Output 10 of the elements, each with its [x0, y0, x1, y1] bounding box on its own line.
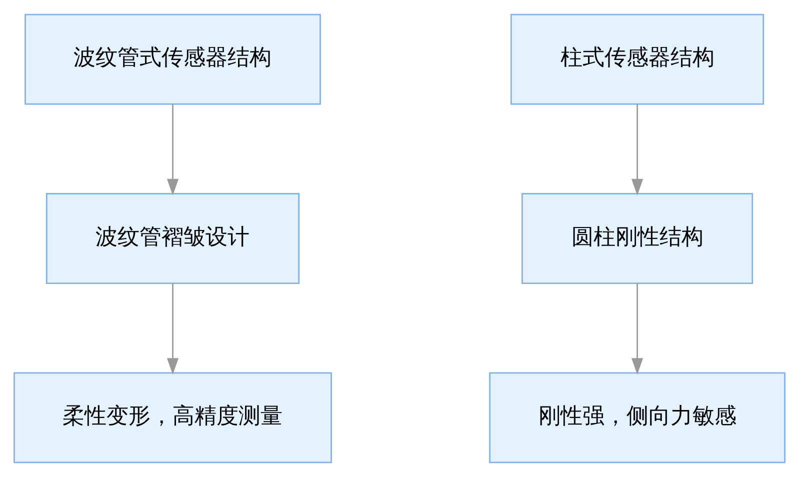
- node-box: 柔性变形，高精度测量: [14, 372, 332, 464]
- arrow: [631, 284, 644, 375]
- node-box: 波纹管式传感器结构: [24, 14, 321, 105]
- arrow: [166, 104, 179, 196]
- node-box: 刚性强，侧向力敏感: [489, 372, 786, 464]
- node-box: 柱式传感器结构: [510, 14, 764, 105]
- node-box: 波纹管褶皱设计: [46, 193, 300, 284]
- arrow: [166, 284, 179, 375]
- arrow: [631, 104, 644, 196]
- node-box: 圆柱刚性结构: [521, 193, 754, 284]
